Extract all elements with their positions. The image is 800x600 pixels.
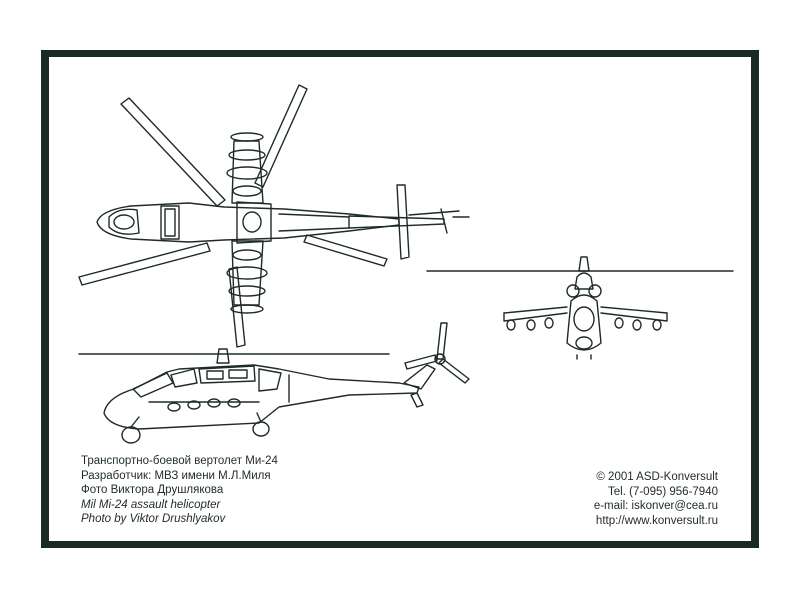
front-view-wings [503, 306, 668, 314]
top-view-wings [226, 132, 268, 314]
top-view-fuselage [96, 201, 400, 244]
publisher-email: e-mail: iskonver@cea.ru [593, 500, 718, 513]
caption-en-photo: Photo by Viktor Drushlyakov [81, 513, 226, 526]
caption-block: Транспортно-боевой вертолет Ми-24 Разраб… [81, 454, 278, 527]
postcard-sheet: Транспортно-боевой вертолет Ми-24 Разраб… [49, 57, 751, 541]
front-view [426, 256, 734, 360]
caption-ru-developer: Разработчик: МВЗ имени М.Л.Миля [81, 469, 271, 482]
front-view-cockpit [566, 294, 602, 351]
publisher-block: © 2001 ASD-Konversult Tel. (7-095) 956-7… [594, 470, 718, 528]
side-view-fuselage [103, 364, 420, 430]
postcard-frame: Транспортно-боевой вертолет Ми-24 Разраб… [41, 50, 759, 548]
three-view-drawing [78, 84, 734, 444]
caption-ru-title: Транспортно-боевой вертолет Ми-24 [81, 455, 278, 467]
side-view-tail-rotor [404, 322, 470, 384]
top-view [78, 84, 470, 348]
side-view-tail [403, 322, 470, 408]
side-view [78, 322, 470, 444]
caption-en-title: Mil Mi-24 assault helicopter [81, 498, 221, 511]
publisher-copyright: © 2001 ASD-Konversult [596, 471, 718, 483]
top-view-tail [348, 184, 470, 260]
side-view-landing-gear [121, 412, 270, 444]
publisher-url: http://www.konversult.ru [595, 514, 718, 527]
publisher-tel: Tel. (7-095) 956-7940 [608, 485, 718, 498]
caption-ru-photo: Фото Виктора Друшлякова [81, 484, 224, 497]
front-view-pylons [506, 317, 662, 331]
